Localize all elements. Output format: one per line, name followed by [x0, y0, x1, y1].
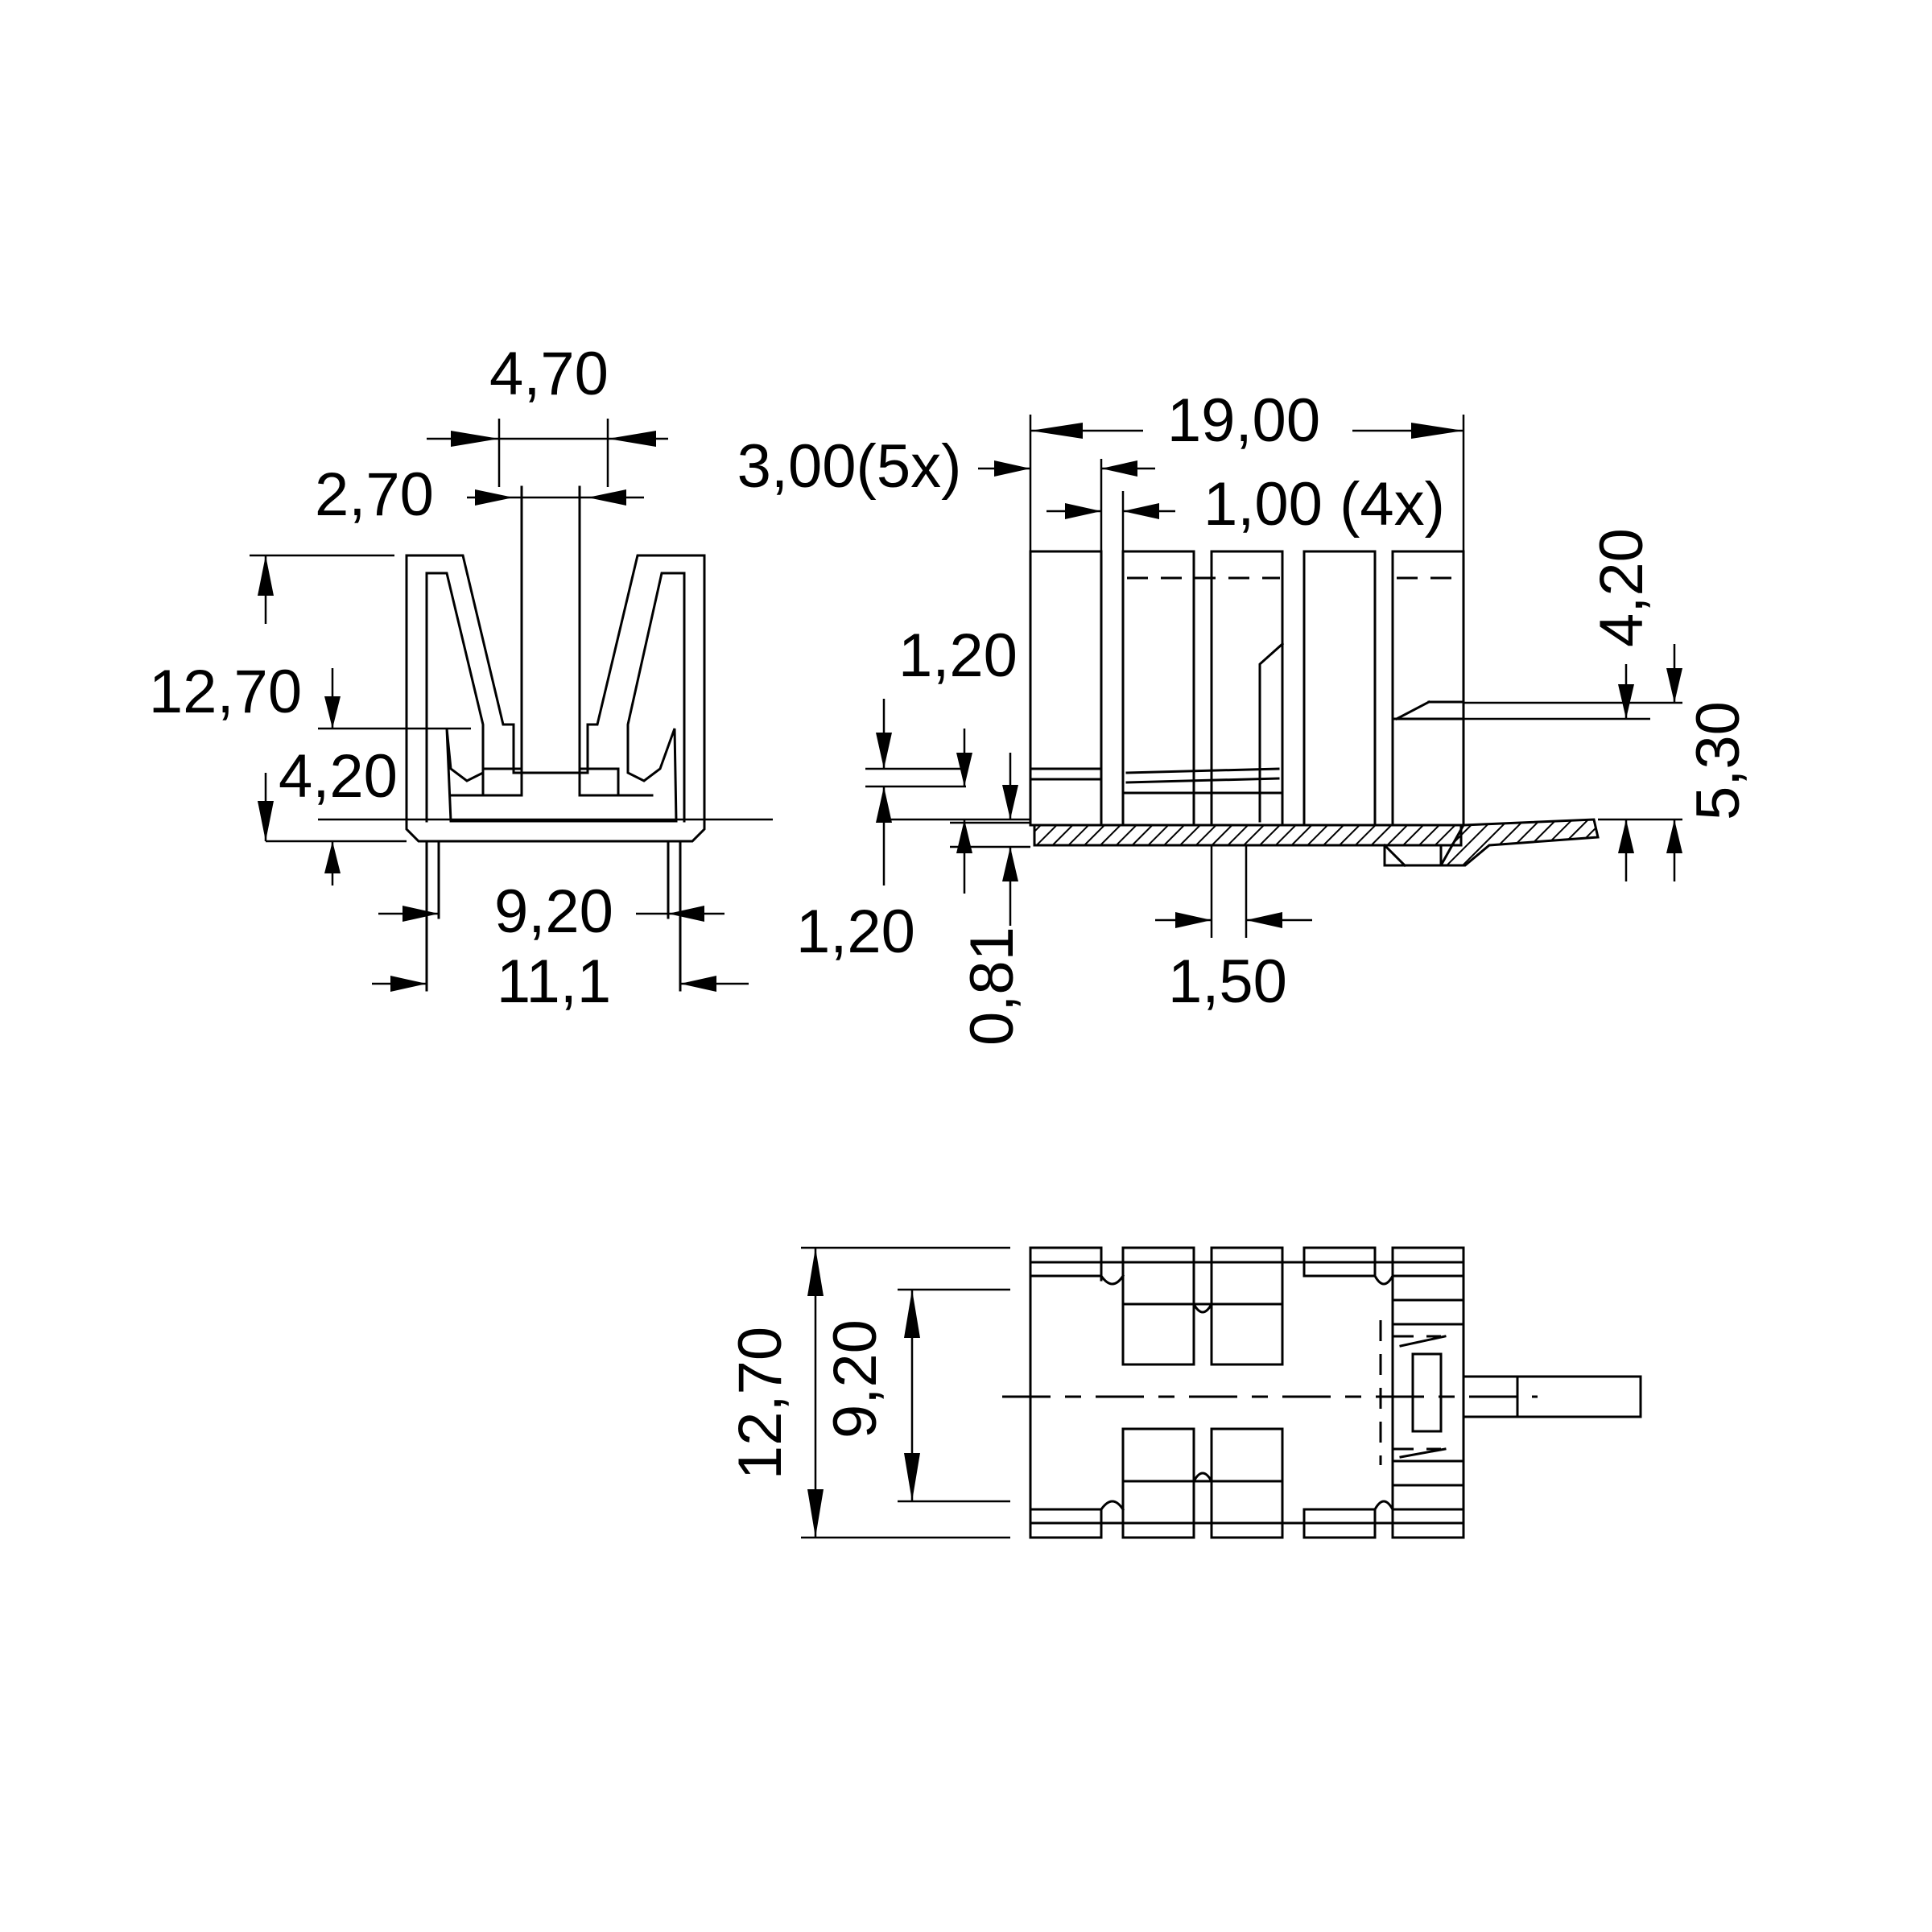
side-pole-2	[1121, 550, 1195, 827]
dim-11-1-arrow-left	[390, 976, 427, 992]
side-pole-1	[1029, 550, 1103, 827]
dim-19-00-label: 19,00	[1167, 386, 1320, 455]
dim-2-70-label: 2,70	[315, 460, 434, 529]
dim-1-20-bottom-label: 1,20	[796, 898, 915, 966]
dim-9-20-label: 9,20	[494, 877, 613, 946]
dim-19-00-arrow-right	[1411, 423, 1463, 439]
dim-1-20-top-arrow-a	[876, 733, 892, 769]
dim-1-00-label: 1,00 (4x)	[1203, 470, 1445, 539]
dim-1-20-top-label: 1,20	[898, 621, 1018, 690]
bottom-segment-4	[1302, 1246, 1377, 1539]
bottom-slope-top	[1399, 1335, 1447, 1348]
dim-4-20-side-arrow-top	[1618, 684, 1634, 719]
dim-12-70-bottom-label: 12,70	[726, 1327, 795, 1480]
dim-3-00-arrow-right	[1101, 460, 1137, 477]
dim-9-20-arrow-right	[668, 906, 704, 922]
bottom-notch-6	[1373, 1500, 1395, 1512]
side-pole5-slope	[1394, 700, 1431, 721]
front-latch-left	[481, 767, 523, 797]
front-body-outline	[405, 554, 706, 843]
side-pole-5	[1391, 550, 1465, 827]
side-pin-box	[1383, 844, 1443, 867]
dim-1-50-arrow-right	[1246, 912, 1282, 928]
dim-19-00-arrow-left	[1030, 423, 1083, 439]
dim-4-70-arrow-left	[451, 431, 499, 447]
dim-9-20-bottom-label: 9,20	[821, 1319, 890, 1439]
dim-4-70-arrow-right	[608, 431, 656, 447]
front-view: 4,70 2,70 12,70 4,20 9,20 11,1	[149, 340, 773, 1016]
dim-2-70-arrow-left	[475, 489, 514, 506]
dim-12-70-bottom-arrow-top	[807, 1248, 824, 1296]
bottom-view: 12,70 9,20	[726, 1246, 1642, 1539]
dim-4-20-side-arrow-bottom	[1618, 819, 1634, 853]
dim-1-20-top-arrow-c	[956, 753, 972, 786]
dim-5-30-label: 5,30	[1684, 701, 1752, 820]
bottom-pin-slot	[1411, 1352, 1443, 1433]
bottom-segment-5	[1391, 1246, 1465, 1539]
side-pole-4	[1302, 550, 1377, 827]
dim-4-70-label: 4,70	[489, 340, 609, 408]
dim-1-20-top-arrow-b	[876, 786, 892, 823]
bottom-segment-2	[1121, 1246, 1195, 1539]
dim-4-20-front-label: 4,20	[279, 742, 398, 811]
dim-11-1-label: 11,1	[497, 947, 611, 1016]
bottom-notch-1	[1099, 1274, 1125, 1286]
dim-12-70-front-arrow-bottom	[258, 801, 274, 841]
dim-0-81-arrow-top	[1002, 785, 1018, 819]
bottom-slope-bottom	[1399, 1447, 1447, 1459]
dim-3-00-label: 3,00(5x)	[737, 432, 962, 501]
dim-2-70-arrow-right	[588, 489, 626, 506]
front-body-inner	[425, 572, 686, 823]
bottom-segment-3	[1210, 1246, 1284, 1539]
bottom-notch-3	[1373, 1274, 1395, 1286]
dim-0-81-label: 0,81	[958, 927, 1026, 1046]
front-latch-right	[578, 767, 620, 797]
dim-1-20-bottom-arrow	[956, 819, 972, 853]
bottom-notch-4	[1099, 1500, 1125, 1512]
dim-3-00-arrow-left	[994, 460, 1030, 477]
dim-1-50-arrow-left	[1175, 912, 1212, 928]
dim-5-30-arrow-top	[1666, 668, 1682, 703]
side-contact-curve	[1258, 642, 1285, 823]
side-contact-strip-top	[1125, 767, 1280, 774]
dim-9-20-bottom-arrow-bottom	[904, 1453, 920, 1501]
dim-12-70-front-label: 12,70	[149, 658, 302, 726]
side-base-hatch	[1033, 824, 1463, 847]
dim-9-20-bottom-arrow-top	[904, 1290, 920, 1338]
dim-9-20-arrow-left	[402, 906, 439, 922]
bottom-notch-2	[1191, 1302, 1214, 1314]
dim-12-70-front-arrow-top	[258, 555, 274, 596]
side-pin-box-diag	[1382, 843, 1407, 868]
dim-1-00-arrow-right	[1123, 503, 1159, 519]
side-solder-pin	[1439, 818, 1600, 867]
side-view: 19,00 3,00(5x) 1,00 (4x) 1,20 1,20 0,81	[737, 386, 1752, 1046]
dim-1-00-arrow-left	[1065, 503, 1101, 519]
dim-4-20-side-label: 4,20	[1587, 528, 1656, 647]
bottom-solder-pin	[1462, 1375, 1642, 1418]
dim-4-20-front-arrow-top	[324, 696, 341, 729]
dim-11-1-arrow-right	[680, 976, 716, 992]
dim-5-30-arrow-bottom	[1666, 819, 1682, 853]
side-contact-strip-bottom	[1125, 777, 1280, 784]
dim-0-81-arrow-bottom	[1002, 847, 1018, 881]
dim-12-70-bottom-arrow-bottom	[807, 1489, 824, 1538]
side-pole-3	[1210, 550, 1284, 827]
bottom-segment-1	[1029, 1246, 1103, 1539]
dim-1-50-label: 1,50	[1168, 947, 1287, 1016]
dim-4-20-front-arrow-bottom	[324, 841, 341, 873]
bottom-notch-5	[1191, 1472, 1214, 1484]
